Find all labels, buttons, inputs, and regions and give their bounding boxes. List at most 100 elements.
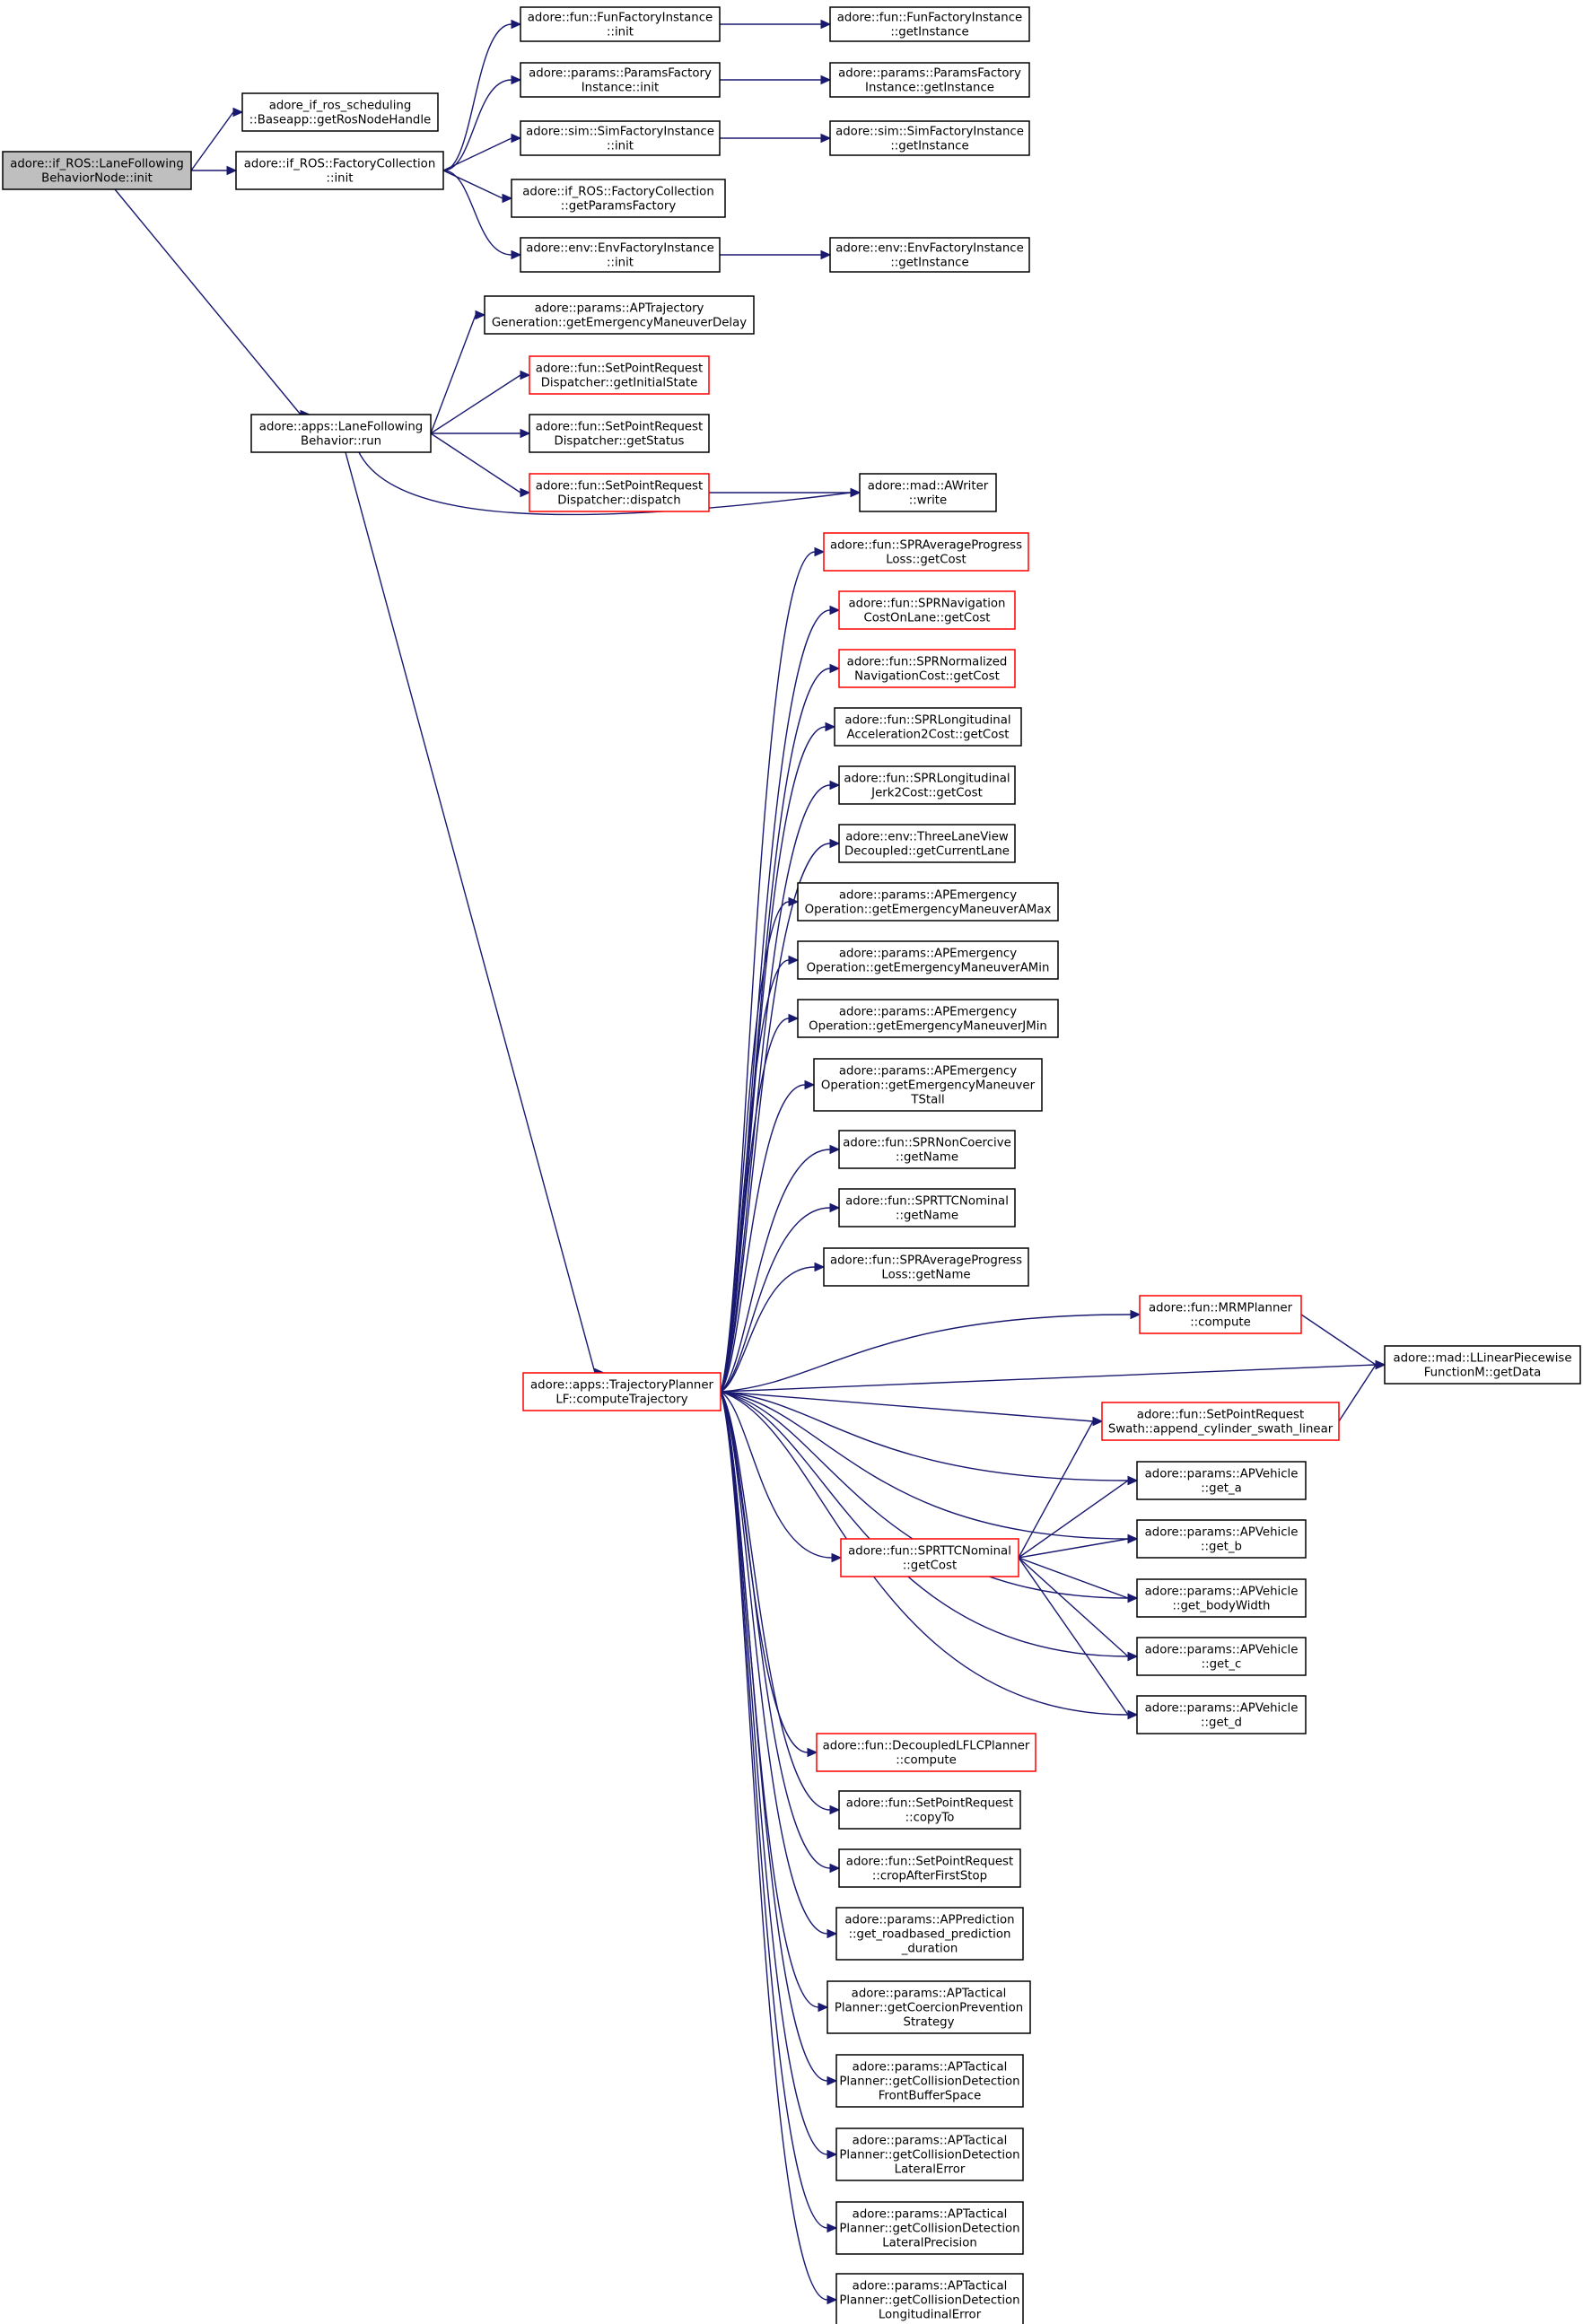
node-bodyWidth[interactable]: adore::params::APVehicle::get_bodyWidth [1136, 1578, 1307, 1618]
node-frontBuffer[interactable]: adore::params::APTacticalPlanner::getCol… [835, 2054, 1024, 2108]
node-nonCoerciveName[interactable]: adore::fun::SPRNonCoercive::getName [838, 1130, 1016, 1169]
edge-run-to-dispatch [430, 432, 531, 498]
node-box [826, 1980, 1031, 2034]
node-getRosNodeHandle[interactable]: adore_if_ros_scheduling::Baseapp::getRos… [241, 92, 439, 132]
node-emTStall[interactable]: adore::params::APEmergencyOperation::get… [813, 1058, 1043, 1112]
node-funGet[interactable]: adore::fun::FunFactoryInstance::getInsta… [829, 6, 1030, 42]
node-getD[interactable]: adore::params::APVehicle::get_d [1136, 1695, 1307, 1734]
node-simGet[interactable]: adore::sim::SimFactoryInstance::getInsta… [829, 120, 1030, 156]
node-copyTo[interactable]: adore::fun::SetPointRequest::copyTo [838, 1790, 1021, 1830]
node-simInit[interactable]: adore::sim::SimFactoryInstance::init [520, 120, 721, 156]
node-llinear[interactable]: adore::mad::LLinearPiecewiseFunctionM::g… [1384, 1345, 1581, 1385]
node-cropAfter[interactable]: adore::fun::SetPointRequest::cropAfterFi… [838, 1848, 1021, 1888]
node-getStatus[interactable]: adore::fun::SetPointRequestDispatcher::g… [529, 414, 710, 453]
nodes-layer: adore::if_ROS::LaneFollowingBehaviorNode… [2, 6, 1581, 2324]
node-longAcc[interactable]: adore::fun::SPRLongitudinalAcceleration2… [834, 707, 1022, 747]
node-getA[interactable]: adore::params::APVehicle::get_a [1136, 1461, 1307, 1500]
edge-ttcCost-to-getC [1018, 1557, 1139, 1662]
node-normNavCost[interactable]: adore::fun::SPRNormalizedNavigationCost:… [838, 649, 1016, 688]
node-ttcName[interactable]: adore::fun::SPRTTCNominal::getName [838, 1188, 1016, 1228]
node-label-line: ::copyTo [905, 1812, 955, 1825]
edge-line [720, 1391, 831, 1811]
edge-line [720, 1018, 790, 1393]
edge-mrm-to-llinear [1300, 1314, 1386, 1370]
edge-paramsInit-to-paramsGet [720, 74, 832, 85]
node-box [835, 2201, 1024, 2255]
edge-computeTraj-to-getA [720, 1391, 1139, 1486]
node-emergencyDelay[interactable]: adore::params::APTrajectoryGeneration::g… [484, 295, 755, 335]
node-awriter[interactable]: adore::mad::AWriter::write [859, 473, 997, 512]
node-paramsGet[interactable]: adore::params::ParamsFactoryInstance::ge… [829, 62, 1030, 98]
node-prediction[interactable]: adore::params::APPrediction::get_roadbas… [835, 1907, 1024, 1961]
edge-line [720, 1364, 1377, 1393]
node-dispatch[interactable]: adore::fun::SetPointRequestDispatcher::d… [529, 473, 710, 512]
edge-computeTraj-to-swath [720, 1391, 1104, 1427]
node-label-line: Planner::getCollisionDetection [839, 2075, 1019, 2089]
edge-arrowhead [1127, 1593, 1139, 1603]
node-label-line: adore::sim::SimFactoryInstance [835, 126, 1024, 139]
node-box [2, 151, 192, 190]
node-box [835, 2127, 1024, 2181]
edge-fcInit-to-paramsInit [442, 74, 522, 171]
node-swath[interactable]: adore::fun::SetPointRequestSwath::append… [1101, 1402, 1340, 1441]
node-root[interactable]: adore::if_ROS::LaneFollowingBehaviorNode… [2, 151, 192, 190]
edge-computeTraj-to-latError [720, 1391, 838, 2160]
node-avgProgName[interactable]: adore::fun::SPRAverageProgressLoss::getN… [823, 1247, 1029, 1287]
node-paramsInit[interactable]: adore::params::ParamsFactoryInstance::in… [520, 62, 721, 98]
node-avgProgCost[interactable]: adore::fun::SPRAverageProgressLoss::getC… [823, 532, 1029, 572]
edge-root-to-run [114, 188, 311, 420]
edge-computeTraj-to-emTStall [720, 1079, 816, 1393]
node-getInitialState[interactable]: adore::fun::SetPointRequestDispatcher::g… [529, 355, 710, 395]
edge-computeTraj-to-copyTo [720, 1391, 841, 1815]
node-label-line: Planner::getCollisionDetection [839, 2149, 1019, 2162]
node-label-line: adore::params::APEmergency [839, 1065, 1017, 1079]
edge-arrowhead [820, 249, 832, 260]
node-label-line: NavigationCost::getCost [854, 670, 1000, 684]
node-box [797, 940, 1059, 980]
node-fcInit[interactable]: adore::if_ROS::FactoryCollection::init [235, 151, 444, 190]
node-decoupled[interactable]: adore::fun::DecoupledLFLCPlanner::comput… [816, 1733, 1036, 1772]
node-box [1136, 1461, 1307, 1500]
node-box [520, 237, 721, 273]
edge-line [345, 451, 596, 1374]
node-computeTraj[interactable]: adore::apps::TrajectoryPlannerLF::comput… [522, 1372, 722, 1411]
edge-arrowhead [475, 310, 486, 320]
node-label-line: ::getParamsFactory [561, 200, 677, 214]
node-navCostOnLane[interactable]: adore::fun::SPRNavigationCostOnLane::get… [838, 590, 1016, 630]
node-label-line: CostOnLane::getCost [864, 612, 991, 625]
node-mrm[interactable]: adore::fun::MRMPlanner::compute [1139, 1295, 1302, 1334]
node-envInit[interactable]: adore::env::EnvFactoryInstance::init [520, 237, 721, 273]
edge-arrowhead [226, 165, 238, 176]
node-label-line: Operation::getEmergencyManeuverAMax [805, 904, 1052, 917]
node-box [1136, 1637, 1307, 1676]
node-label-line: adore::params::APVehicle [1145, 1526, 1299, 1540]
node-box [520, 6, 721, 42]
node-emAMax[interactable]: adore::params::APEmergencyOperation::get… [797, 882, 1059, 922]
node-getC[interactable]: adore::params::APVehicle::get_c [1136, 1637, 1307, 1676]
node-latPrecision[interactable]: adore::params::APTacticalPlanner::getCol… [835, 2201, 1024, 2255]
node-funInit[interactable]: adore::fun::FunFactoryInstance::init [520, 6, 721, 42]
edge-arrowhead [814, 1262, 826, 1272]
node-emAMin[interactable]: adore::params::APEmergencyOperation::get… [797, 940, 1059, 980]
node-label-line: Planner::getCollisionDetection [839, 2223, 1019, 2236]
node-envGet[interactable]: adore::env::EnvFactoryInstance::getInsta… [829, 237, 1030, 273]
node-box [484, 295, 755, 335]
node-coercion[interactable]: adore::params::APTacticalPlanner::getCoe… [826, 1980, 1031, 2034]
node-threeLane[interactable]: adore::env::ThreeLaneViewDecoupled::getC… [838, 824, 1016, 863]
edge-arrowhead [788, 955, 800, 965]
node-label-line: adore::fun::SetPointRequest [536, 480, 703, 494]
node-longError[interactable]: adore::params::APTacticalPlanner::getCol… [835, 2273, 1024, 2324]
node-getParamsFactory[interactable]: adore::if_ROS::FactoryCollection::getPar… [511, 179, 726, 218]
edge-arrowhead [814, 546, 826, 557]
node-box [834, 707, 1022, 747]
node-label-line: adore::if_ROS::FactoryCollection [244, 158, 436, 171]
edge-fcInit-to-funInit [442, 19, 522, 171]
node-latError[interactable]: adore::params::APTacticalPlanner::getCol… [835, 2127, 1024, 2181]
node-getB[interactable]: adore::params::APVehicle::get_b [1136, 1519, 1307, 1559]
node-emJMin[interactable]: adore::params::APEmergencyOperation::get… [797, 999, 1059, 1038]
node-longJerk[interactable]: adore::fun::SPRLongitudinalJerk2Cost::ge… [838, 765, 1016, 805]
node-box [1136, 1578, 1307, 1618]
node-ttcCost[interactable]: adore::fun::SPRTTCNominal::getCost [840, 1538, 1019, 1577]
